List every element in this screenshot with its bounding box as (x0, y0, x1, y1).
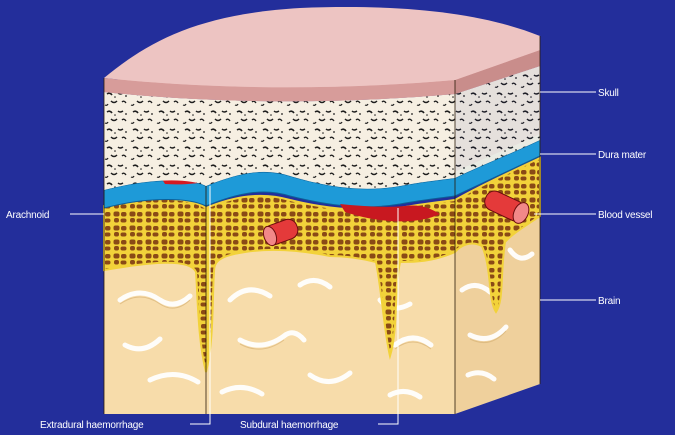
label-dura-mater: Dura mater (598, 150, 647, 161)
label-arachnoid: Arachnoid (6, 210, 49, 221)
label-extradural-haemorrhage: Extradural haemorrhage (40, 420, 144, 431)
label-brain: Brain (598, 296, 620, 307)
label-blood-vessel: Blood vessel (598, 210, 652, 221)
label-subdural-haemorrhage: Subdural haemorrhage (240, 420, 339, 431)
label-skull: Skull (598, 88, 619, 99)
